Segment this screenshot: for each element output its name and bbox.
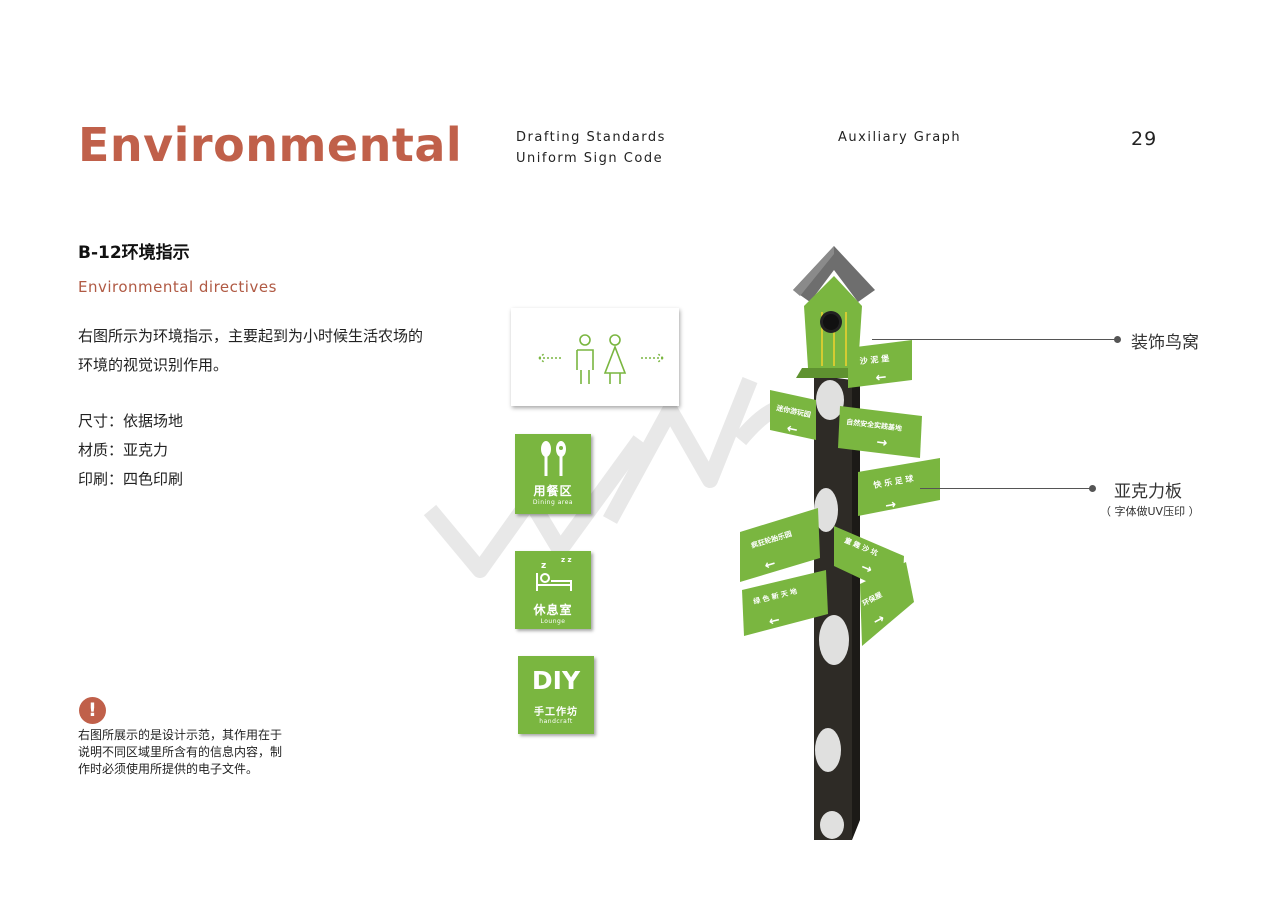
callout-acrylic: 亚克力板	[1114, 482, 1182, 502]
svg-text:z: z	[541, 561, 546, 571]
post-pattern	[814, 380, 849, 839]
board-2-arrow: ←	[785, 421, 799, 438]
callout-line-birdhouse	[872, 339, 1116, 340]
page-title: Environmental	[78, 118, 463, 172]
board-2	[770, 390, 816, 440]
board-3-arrow: →	[876, 435, 889, 451]
spoon-fork-icon	[541, 441, 566, 476]
diy-label-en: handcraft	[539, 718, 573, 725]
lounge-label: 休息室	[533, 603, 573, 617]
restroom-icon	[538, 334, 664, 384]
callout-acrylic-note: （ 字体做UV压印 ）	[1100, 505, 1200, 518]
dining-label-en: Dining area	[532, 499, 574, 506]
board-7	[742, 570, 828, 636]
birdhouse-roof	[793, 246, 875, 302]
dining-area-sign: 用餐区 Dining area	[515, 434, 591, 514]
callout-birdhouse: 装饰鸟窝	[1131, 333, 1199, 353]
dining-label: 用餐区	[533, 484, 573, 498]
diy-title: DIY	[531, 666, 581, 695]
page-number: 29	[1131, 128, 1158, 150]
section-description: 右图所示为环境指示，主要起到为小时候生活农场的环境的视觉识别作用。	[78, 327, 424, 374]
lounge-label-en: Lounge	[540, 618, 566, 625]
diy-sign: DIY 手工作坊 handcraft	[518, 656, 594, 734]
board-3	[838, 406, 922, 458]
spec-print: 印刷：四色印刷	[78, 470, 184, 488]
auxiliary-graph-label: Auxiliary Graph	[838, 130, 962, 145]
bed-icon: z z z	[536, 556, 572, 591]
board-1	[848, 340, 912, 388]
restroom-sign	[511, 308, 679, 406]
board-8	[860, 562, 914, 646]
lounge-sign: z z z 休息室 Lounge	[515, 551, 591, 629]
section-code-title: B-12环境指示	[78, 243, 190, 263]
callout-dot-acrylic	[1089, 485, 1096, 492]
callout-dot-birdhouse	[1114, 336, 1121, 343]
standards-line-2: Uniform Sign Code	[516, 151, 664, 166]
board-5	[740, 508, 820, 582]
spec-material: 材质：亚克力	[78, 441, 169, 459]
standards-line-1: Drafting Standards	[516, 130, 666, 145]
board-1-text: 沙 泥 堡	[859, 353, 889, 366]
callout-line-acrylic	[920, 488, 1092, 489]
design-note: 右图所展示的是设计示范，其作用在于说明不同区域里所含有的信息内容，制作时必须使用…	[78, 728, 283, 776]
svg-text:z z: z z	[561, 556, 572, 564]
board-4-arrow: →	[884, 497, 897, 514]
board-5-arrow: ←	[763, 556, 778, 574]
exclamation-icon: !	[79, 697, 106, 724]
board-7-arrow: ←	[767, 613, 781, 630]
section-subtitle: Environmental directives	[78, 278, 277, 296]
board-1-arrow: ←	[875, 370, 888, 386]
diy-label: 手工作坊	[534, 707, 578, 718]
board-4	[858, 458, 940, 516]
signpost-illustration: 沙 泥 堡 ← 迷你游玩园 ← 自然安全实践基地 → 快 乐 足 球 → 疯狂轮…	[740, 246, 940, 840]
spec-size: 尺寸：依据场地	[78, 412, 184, 430]
